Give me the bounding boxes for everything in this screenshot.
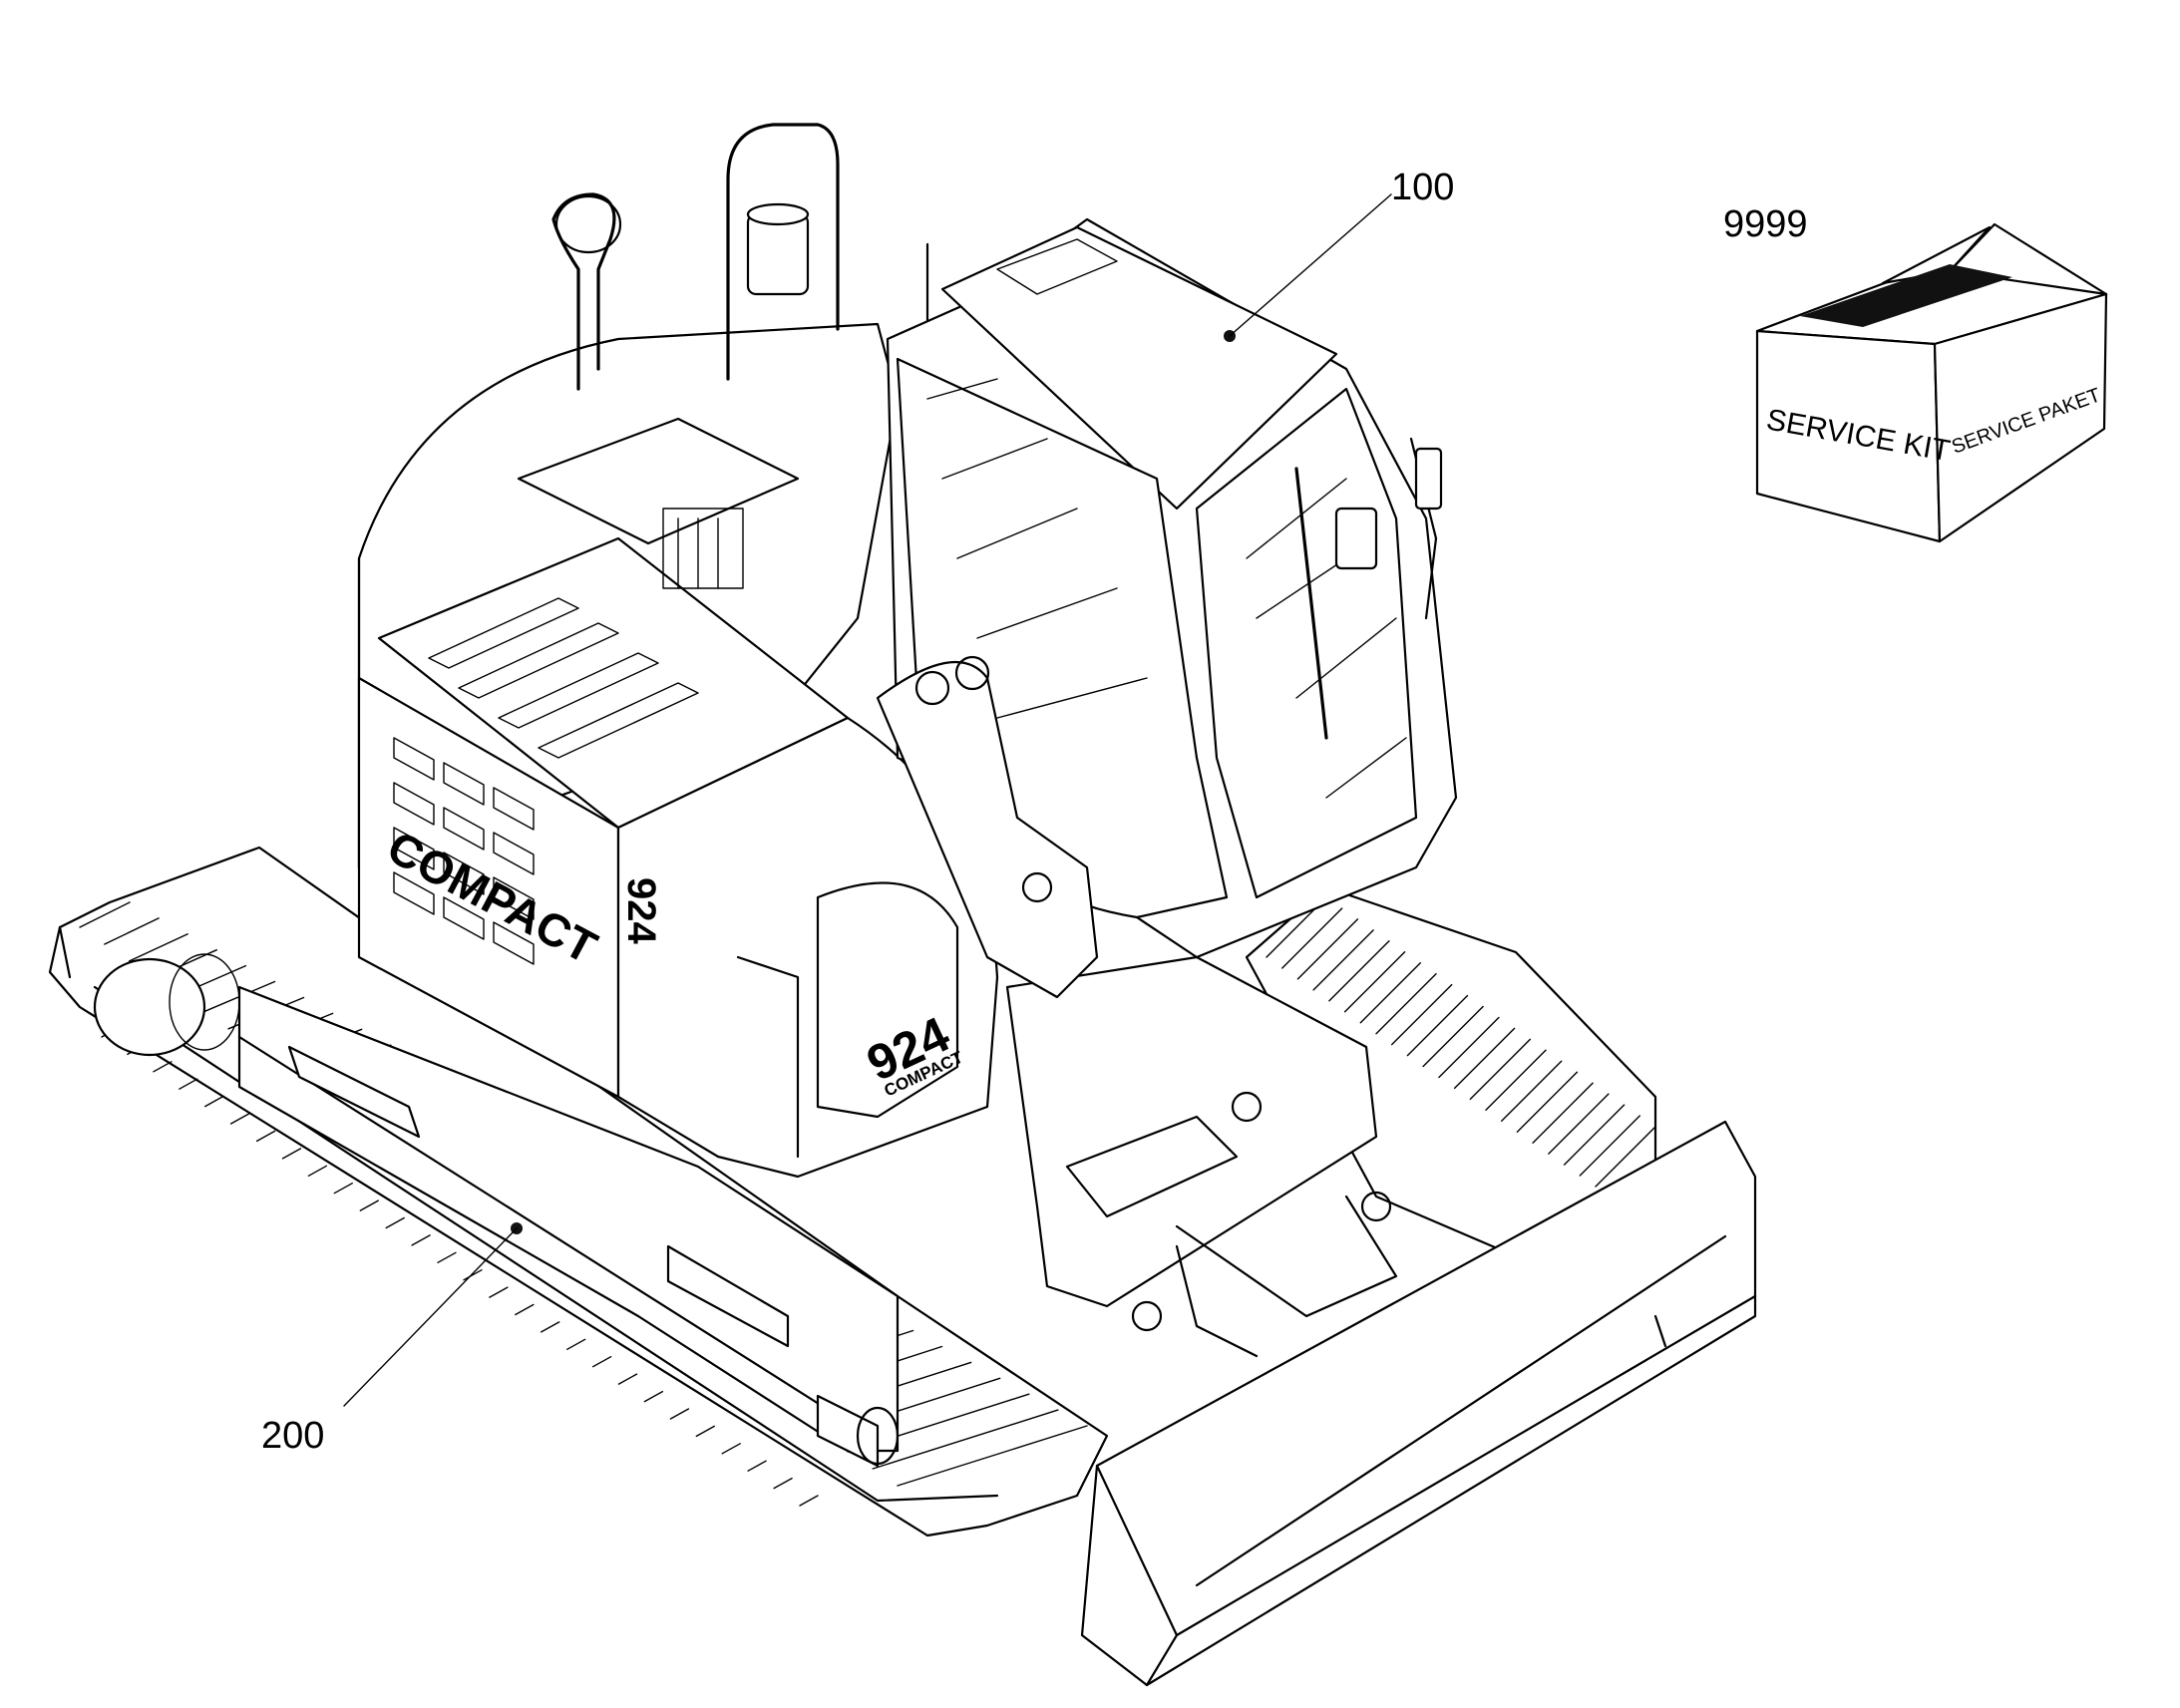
swing-bracket bbox=[876, 655, 1099, 999]
leader-line-100 bbox=[1229, 193, 1392, 337]
engine-vents bbox=[393, 737, 535, 965]
dozer-blade bbox=[1080, 1120, 1757, 1687]
beacon-lamp bbox=[746, 212, 810, 296]
idler-wheel bbox=[93, 957, 206, 1057]
right-crawler-track bbox=[1245, 885, 1657, 1258]
box-side-face bbox=[1933, 292, 2108, 543]
service-kit-box: SERVICE KIT SERVICE PAKET bbox=[1755, 222, 2108, 543]
callout-label-200: 200 bbox=[261, 1415, 324, 1457]
operator-cab bbox=[886, 217, 1458, 959]
callout-100: 100 bbox=[1229, 167, 1454, 337]
callout-9999: 9999 bbox=[1723, 203, 1808, 245]
leader-line-200 bbox=[343, 1227, 518, 1407]
undercarriage-frame bbox=[237, 955, 1398, 1468]
model-text-vertical: 924 bbox=[619, 877, 663, 944]
callout-label-9999: 9999 bbox=[1723, 203, 1808, 245]
callout-200: 200 bbox=[261, 1222, 523, 1457]
callout-label-100: 100 bbox=[1391, 167, 1454, 208]
